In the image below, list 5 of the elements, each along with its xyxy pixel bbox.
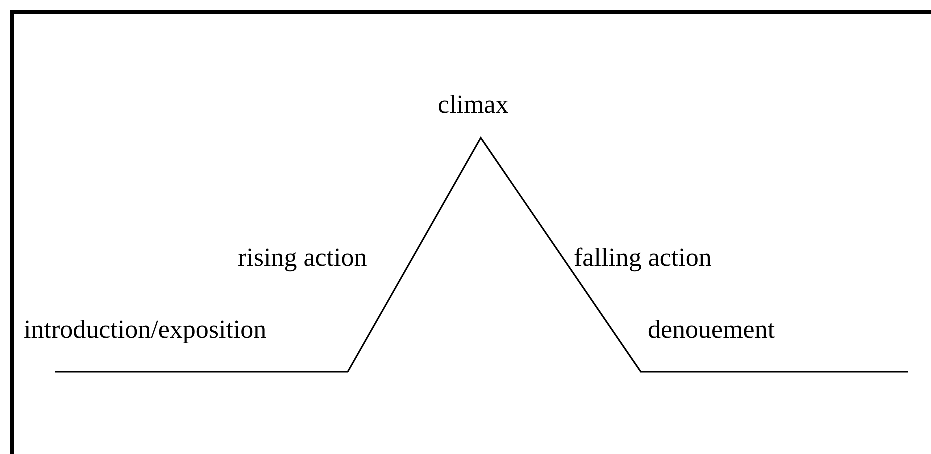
stage-label: climax <box>438 90 509 120</box>
stage-label: falling action <box>574 243 712 273</box>
stage-label: rising action <box>238 243 368 273</box>
stage-label: denouement <box>648 315 776 345</box>
stage-label: introduction/exposition <box>24 315 267 345</box>
